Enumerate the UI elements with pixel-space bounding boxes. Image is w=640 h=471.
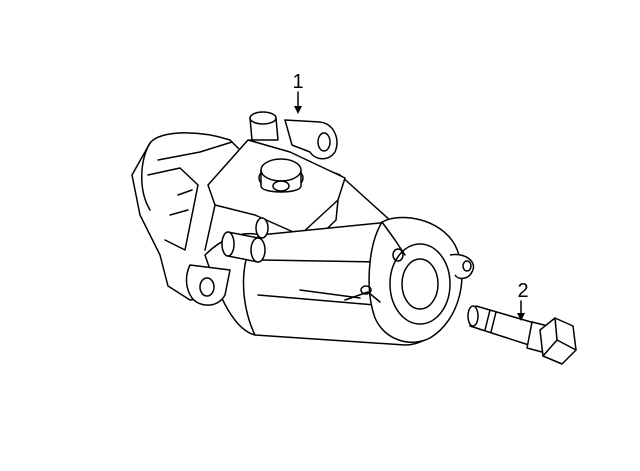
starter-motor bbox=[131, 111, 475, 346]
drive-end bbox=[389, 243, 451, 325]
callout-1: 1 bbox=[292, 71, 304, 93]
callout-arrows bbox=[294, 91, 525, 321]
mounting-bolt bbox=[467, 305, 577, 365]
callout-2: 2 bbox=[517, 280, 529, 302]
mount-ear-top bbox=[284, 119, 338, 160]
mount-ear-bottom bbox=[185, 264, 231, 306]
